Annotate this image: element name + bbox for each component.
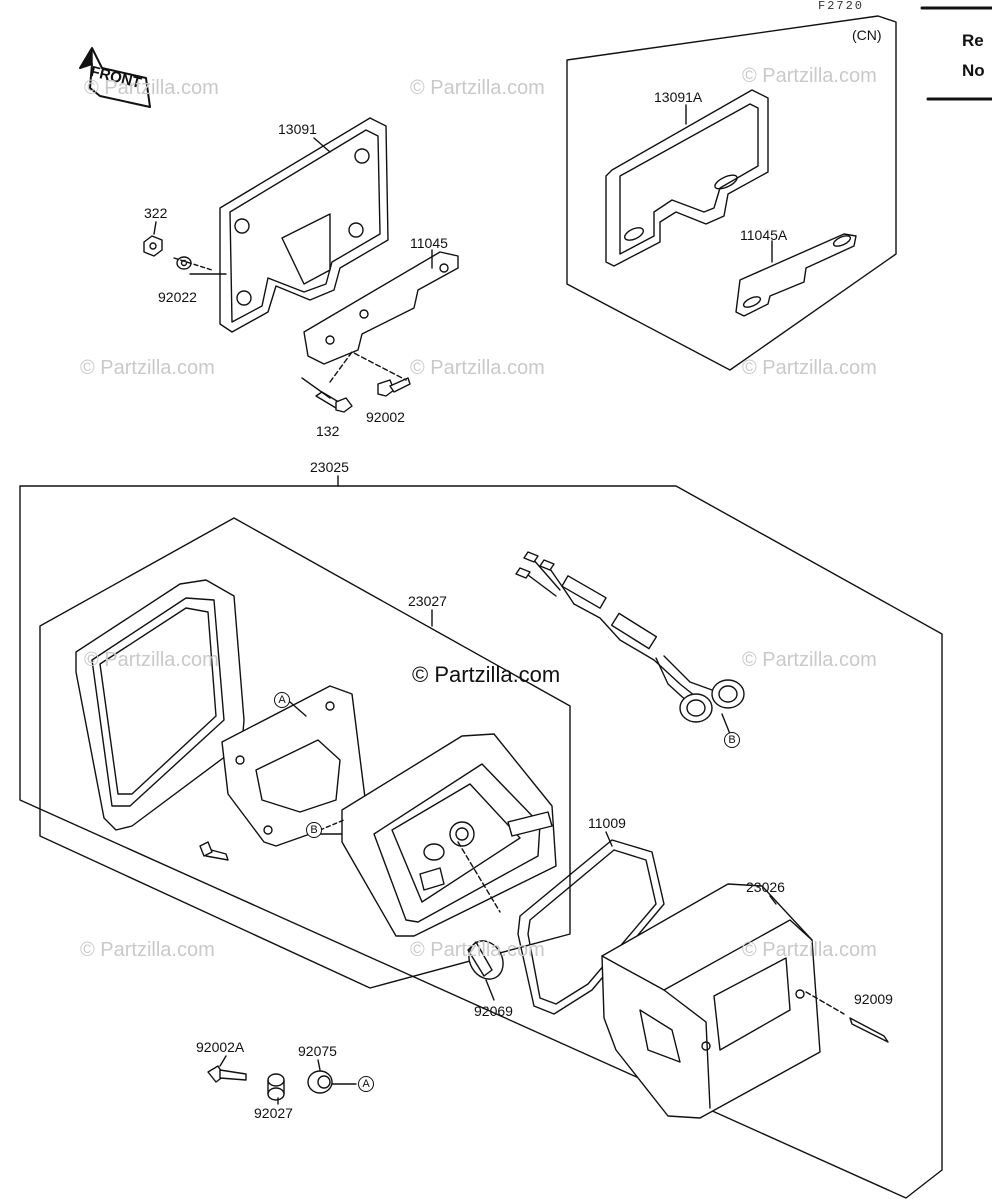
- watermark: © Partzilla.com: [742, 939, 877, 961]
- leader-92002A: [219, 1055, 227, 1067]
- watermark: © Partzilla.com: [742, 357, 877, 379]
- part-label-23025[interactable]: 23025: [310, 459, 349, 475]
- part-label-11045[interactable]: 11045: [410, 235, 448, 251]
- tail-lens-23026: [601, 883, 821, 1119]
- part-label-11045A[interactable]: 11045A: [740, 227, 788, 243]
- part-label-322[interactable]: 322: [144, 205, 168, 221]
- bracket-main: [303, 251, 459, 365]
- watermark: © Partzilla.com: [742, 65, 877, 87]
- callout-b-harness: B: [724, 732, 740, 748]
- watermark: © Partzilla.com: [410, 939, 545, 961]
- part-label-92069[interactable]: 92069: [474, 1003, 513, 1019]
- leader-92075: [317, 1059, 321, 1071]
- callout-b-housing: B: [306, 822, 322, 838]
- leader-92022: [173, 257, 213, 271]
- drawing-code: F2720: [818, 0, 865, 13]
- watermark-main: © Partzilla.com: [412, 662, 561, 687]
- collar-92027-icon: [267, 1073, 285, 1101]
- watermark: © Partzilla.com: [84, 649, 219, 671]
- leader-23026: [769, 895, 777, 905]
- gasket-11009: [517, 839, 665, 1015]
- part-label-92002[interactable]: 92002: [366, 409, 405, 425]
- nut-322-icon: [143, 235, 163, 257]
- wiring-harness: [515, 551, 745, 723]
- group-23025-outline: [19, 485, 943, 1199]
- leader-132: [329, 351, 407, 383]
- watermark: © Partzilla.com: [84, 77, 219, 99]
- screw-92009-icon: [849, 1017, 889, 1043]
- leader-B-housing: [319, 819, 345, 831]
- leader-11009: [605, 831, 613, 847]
- leader-322: [153, 221, 157, 235]
- part-label-92009[interactable]: 92009: [854, 991, 893, 1007]
- bracket-cn: [735, 233, 857, 317]
- leader-housing-center: [457, 841, 501, 913]
- part-label-92027[interactable]: 92027: [254, 1105, 293, 1121]
- part-label-13091[interactable]: 13091: [278, 121, 317, 137]
- bulb-92069-icon: [467, 940, 504, 980]
- part-label-92075[interactable]: 92075: [298, 1043, 337, 1059]
- lens-rim-frame: [75, 579, 245, 831]
- side-text-1: Re: [962, 31, 984, 50]
- side-text-2: No: [962, 61, 985, 80]
- bolt-92002A-icon: [207, 1065, 247, 1083]
- license-plate-bracket-cn: [605, 89, 769, 267]
- bolt-132-icon: [315, 391, 353, 413]
- leader-13091: [313, 137, 331, 153]
- mounting-plate: [221, 685, 369, 847]
- lamp-housing: [341, 733, 557, 937]
- part-label-13091A[interactable]: 13091A: [654, 89, 703, 105]
- watermark: © Partzilla.com: [410, 77, 545, 99]
- leader-132-b: [301, 377, 331, 399]
- watermark: © Partzilla.com: [742, 649, 877, 671]
- callout-a-bottom: A: [358, 1076, 374, 1092]
- watermark: © Partzilla.com: [410, 357, 545, 379]
- part-label-11009[interactable]: 11009: [588, 815, 626, 831]
- leader-B-harness: [721, 713, 731, 735]
- leader-92069: [485, 979, 495, 1001]
- watermark: © Partzilla.com: [80, 357, 215, 379]
- group-23027-outline: [39, 517, 571, 989]
- grommet-92075-icon: [307, 1070, 333, 1094]
- screw-left-icon: [199, 841, 229, 861]
- front-arrow-icon: [79, 47, 151, 108]
- part-label-23027[interactable]: 23027: [408, 593, 447, 609]
- bolt-92002-icon: [377, 377, 411, 397]
- cn-group-outline: [566, 15, 897, 371]
- part-label-23026[interactable]: 23026: [746, 879, 785, 895]
- part-label-132[interactable]: 132: [316, 423, 340, 439]
- watermark: © Partzilla.com: [80, 939, 215, 961]
- license-plate-bracket-main: [219, 117, 389, 333]
- part-label-92022[interactable]: 92022: [158, 289, 197, 305]
- variant-label: (CN): [852, 27, 882, 43]
- leader-92009: [805, 991, 845, 1015]
- callout-a-plate: A: [274, 692, 290, 708]
- leader-A-plate: [289, 701, 307, 717]
- part-label-92002A[interactable]: 92002A: [196, 1039, 245, 1055]
